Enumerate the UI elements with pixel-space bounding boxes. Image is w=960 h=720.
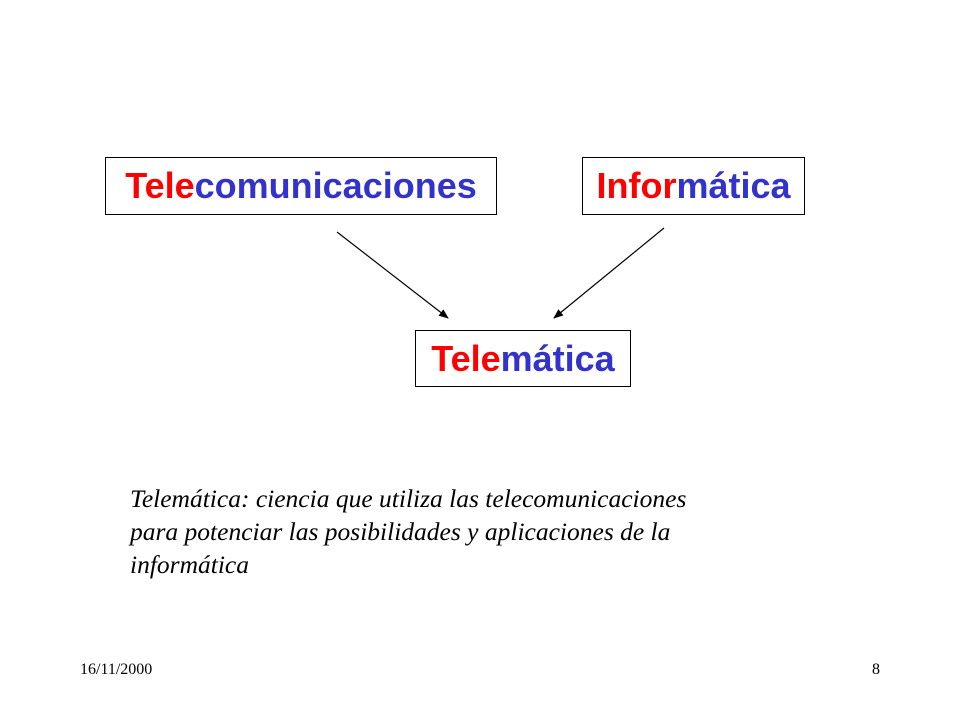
informatica-prefix: Infor bbox=[596, 165, 677, 206]
page-number: 8 bbox=[872, 661, 880, 678]
arrow-telecom-to-telematica bbox=[336, 231, 449, 319]
footer-date: 16/11/2000 bbox=[80, 661, 153, 678]
arrow-informatica-to-telematica bbox=[553, 227, 665, 319]
definition-line-3: informática bbox=[130, 550, 249, 579]
definition-text: Telemática: ciencia que utiliza las tele… bbox=[130, 482, 850, 581]
definition-line-1: Telemática: ciencia que utiliza las tele… bbox=[130, 484, 687, 513]
definition-line-2: para potenciar las posibilidades y aplic… bbox=[130, 517, 671, 546]
informatica-suffix: mática bbox=[676, 165, 791, 206]
telecomunicaciones-suffix: comunicaciones bbox=[194, 165, 477, 206]
telematica-prefix: Tele bbox=[431, 337, 501, 379]
telematica-suffix: mática bbox=[500, 337, 615, 379]
telecomunicaciones-prefix: Tele bbox=[125, 165, 195, 206]
